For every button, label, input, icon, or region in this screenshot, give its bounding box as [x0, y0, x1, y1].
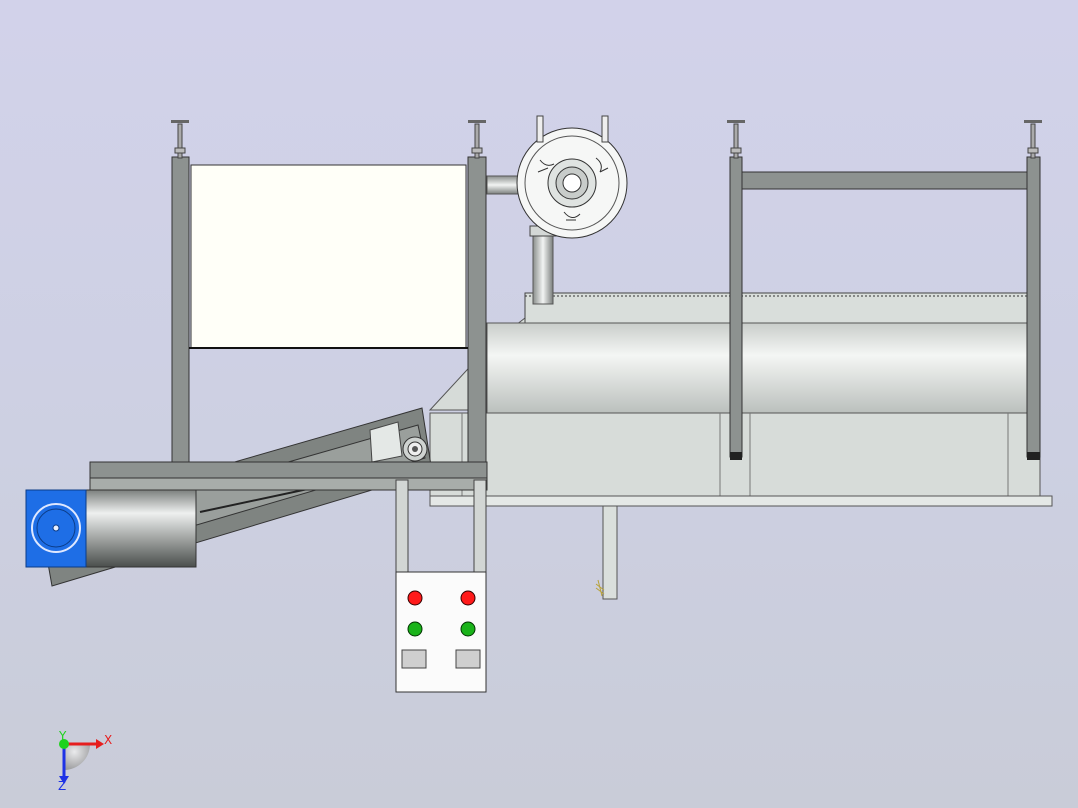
- left-frame[interactable]: [171, 120, 487, 463]
- gear-motor[interactable]: [25, 489, 197, 568]
- blower-pump[interactable]: [486, 115, 628, 305]
- leveling-bolt: [1024, 120, 1042, 159]
- leveling-bolt: [171, 120, 189, 159]
- z-axis-label: Z: [58, 779, 66, 793]
- start-button[interactable]: [460, 621, 476, 637]
- y-axis-label: Y: [58, 729, 67, 743]
- right-frame[interactable]: [727, 120, 1042, 460]
- orientation-triad: X Y Z: [58, 729, 112, 793]
- hopper-panel: [190, 164, 467, 349]
- frame-beam: [89, 461, 488, 491]
- stop-button[interactable]: [407, 590, 423, 606]
- control-box[interactable]: [395, 479, 487, 693]
- selector-switch[interactable]: [401, 649, 427, 669]
- x-axis-label: X: [104, 733, 112, 747]
- start-button[interactable]: [407, 621, 423, 637]
- leveling-bolt: [468, 120, 486, 159]
- leveling-bolt: [727, 120, 745, 159]
- stop-button[interactable]: [460, 590, 476, 606]
- selector-switch[interactable]: [455, 649, 481, 669]
- y-axis-dot: [59, 739, 69, 749]
